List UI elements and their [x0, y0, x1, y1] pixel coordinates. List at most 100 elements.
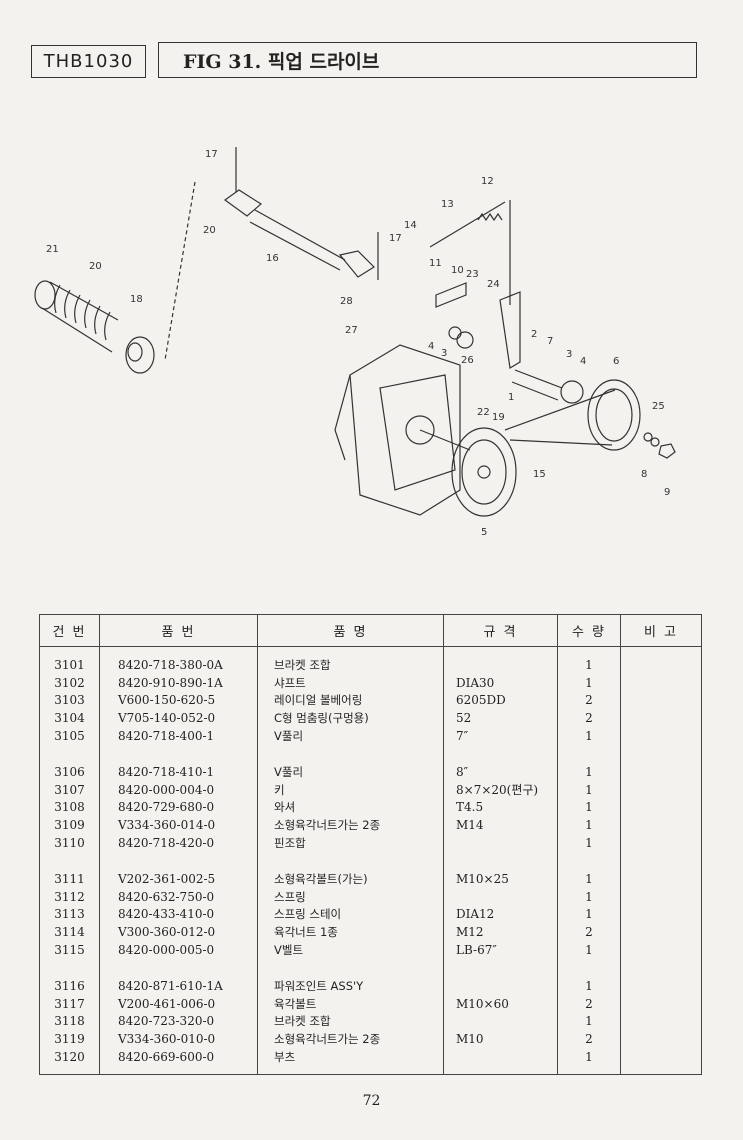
callout-19: 19	[492, 412, 505, 423]
cell-part-no: 8420-718-400-1	[99, 727, 258, 745]
cell-part-name: 키	[257, 780, 444, 799]
cell-remarks	[620, 646, 702, 674]
cell-item-no: 3107	[39, 780, 100, 799]
cell-item-no: 3108	[39, 798, 100, 817]
callout-27: 27	[345, 325, 358, 336]
cell-item-no: 3119	[39, 1030, 100, 1049]
cell-spec: M10	[443, 1030, 558, 1049]
cell-spec: LB-67″	[443, 941, 558, 959]
cell-qty: 1	[557, 869, 621, 888]
cell-qty: 1	[557, 941, 621, 959]
cell-part-name: 와셔	[257, 798, 444, 817]
callout-5: 5	[481, 527, 487, 538]
cell-remarks	[620, 709, 702, 728]
callout-3a: 3	[441, 348, 447, 359]
cell-qty: 2	[557, 709, 621, 728]
cell-spec	[443, 646, 558, 674]
gearbox-drawing	[334, 344, 471, 516]
cell-qty: 1	[557, 673, 621, 692]
exploded-parts-diagram: 17 20 21 20 18 16 17 14 13 12 11 10 23 2…	[34, 147, 676, 538]
cell-spec: T4.5	[443, 798, 558, 817]
cell-qty: 1	[557, 976, 621, 995]
cell-part-no: 8420-723-320-0	[99, 1012, 258, 1031]
cell-qty: 2	[557, 994, 621, 1013]
cell-spec: M12	[443, 923, 558, 942]
callout-13: 13	[441, 199, 454, 210]
cell-spec	[443, 976, 558, 995]
cell-part-name: 브라켓 조합	[257, 1012, 444, 1031]
cell-item-no: 3120	[39, 1048, 100, 1075]
cell-remarks	[620, 976, 702, 995]
cell-spec	[443, 887, 558, 906]
cell-qty: 1	[557, 834, 621, 852]
cell-part-no: 8420-910-890-1A	[99, 673, 258, 692]
cell-part-name: V풀리	[257, 727, 444, 745]
cell-qty: 1	[557, 1012, 621, 1031]
cell-item-no: 3106	[39, 762, 100, 781]
cell-remarks	[620, 905, 702, 924]
cell-remarks	[620, 780, 702, 799]
callout-20a: 20	[203, 225, 216, 236]
cell-part-no: 8420-729-680-0	[99, 798, 258, 817]
group-spacer	[39, 958, 702, 977]
cell-remarks	[620, 1048, 702, 1075]
cell-spec: 52	[443, 709, 558, 728]
cell-part-name: C형 멈춤링(구멍용)	[257, 709, 444, 728]
cell-qty: 2	[557, 1030, 621, 1049]
cell-qty: 1	[557, 1048, 621, 1075]
cell-part-name: 육각볼트	[257, 994, 444, 1013]
callout-26: 26	[461, 355, 474, 366]
cell-part-name: V풀리	[257, 762, 444, 781]
cell-item-no: 3116	[39, 976, 100, 995]
cell-part-name: 소형육각너트가는 2종	[257, 816, 444, 835]
cell-part-name: 부츠	[257, 1048, 444, 1075]
drive-shaft-drawing	[164, 147, 379, 361]
cell-spec: 8×7×20(편구)	[443, 780, 558, 799]
group-spacer	[39, 851, 702, 870]
cell-part-name: 핀조합	[257, 834, 444, 852]
cell-remarks	[620, 941, 702, 959]
col-header-qty: 수 량	[557, 614, 621, 647]
callout-11: 11	[429, 258, 442, 269]
cell-remarks	[620, 1012, 702, 1031]
cell-item-no: 3117	[39, 994, 100, 1013]
cell-spec: M10×25	[443, 869, 558, 888]
cell-remarks	[620, 869, 702, 888]
callout-4a: 4	[428, 341, 434, 352]
cell-qty: 1	[557, 727, 621, 745]
callout-8: 8	[641, 469, 647, 480]
cell-item-no: 3104	[39, 709, 100, 728]
cell-part-no: 8420-000-004-0	[99, 780, 258, 799]
cell-qty: 2	[557, 691, 621, 710]
col-header-spec: 규 격	[443, 614, 558, 647]
callout-18: 18	[130, 294, 143, 305]
callout-25: 25	[652, 401, 665, 412]
callout-4b: 4	[580, 356, 586, 367]
cell-item-no: 3109	[39, 816, 100, 835]
cell-part-no: V200-461-006-0	[99, 994, 258, 1013]
cell-item-no: 3102	[39, 673, 100, 692]
cell-part-no: 8420-718-410-1	[99, 762, 258, 781]
col-header-part-name: 품 명	[257, 614, 444, 647]
cell-part-no: 8420-000-005-0	[99, 941, 258, 959]
col-header-item-no: 건 번	[39, 614, 100, 647]
cell-remarks	[620, 923, 702, 942]
callout-2: 2	[531, 329, 537, 340]
cell-item-no: 3118	[39, 1012, 100, 1031]
cell-qty: 1	[557, 762, 621, 781]
callout-14: 14	[404, 220, 417, 231]
col-header-remarks: 비 고	[620, 614, 702, 647]
cell-remarks	[620, 691, 702, 710]
page-title: FIG 31. 픽업 드라이브	[158, 42, 697, 78]
